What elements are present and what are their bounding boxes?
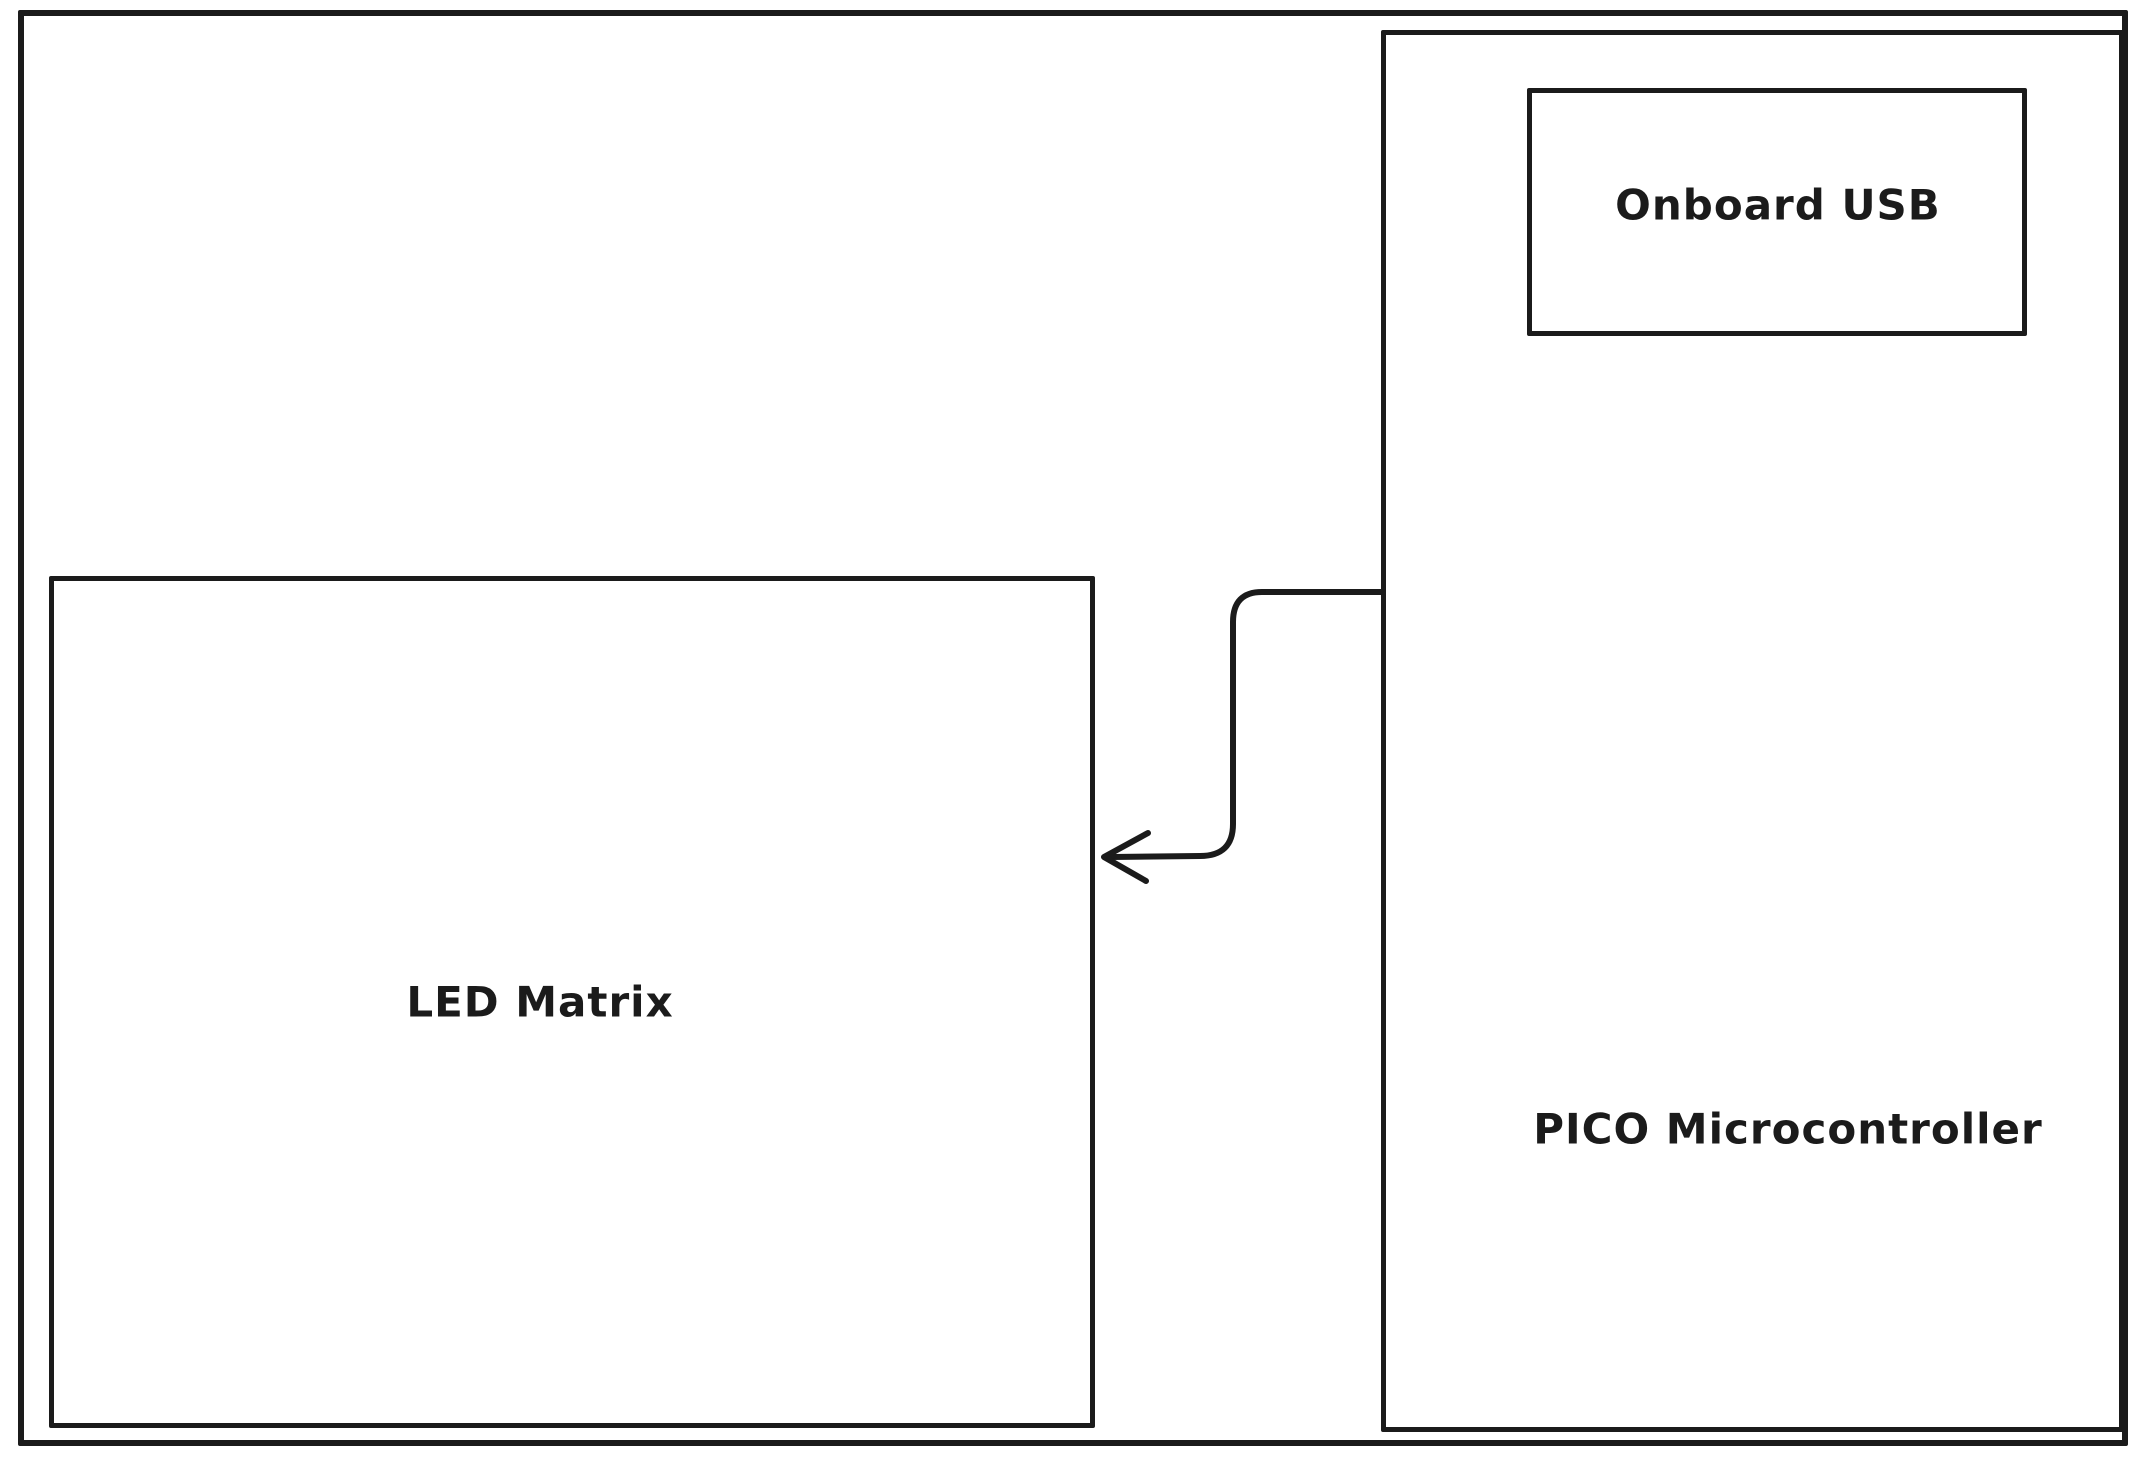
outer-frame-box (18, 10, 2128, 1446)
led-matrix-box (49, 576, 1095, 1428)
led-matrix-label: LED Matrix (406, 977, 674, 1027)
pico-microcontroller-label: PICO Microcontroller (1533, 1104, 2043, 1154)
onboard-usb-box (1527, 88, 2027, 336)
onboard-usb-label: Onboard USB (1615, 180, 1941, 230)
